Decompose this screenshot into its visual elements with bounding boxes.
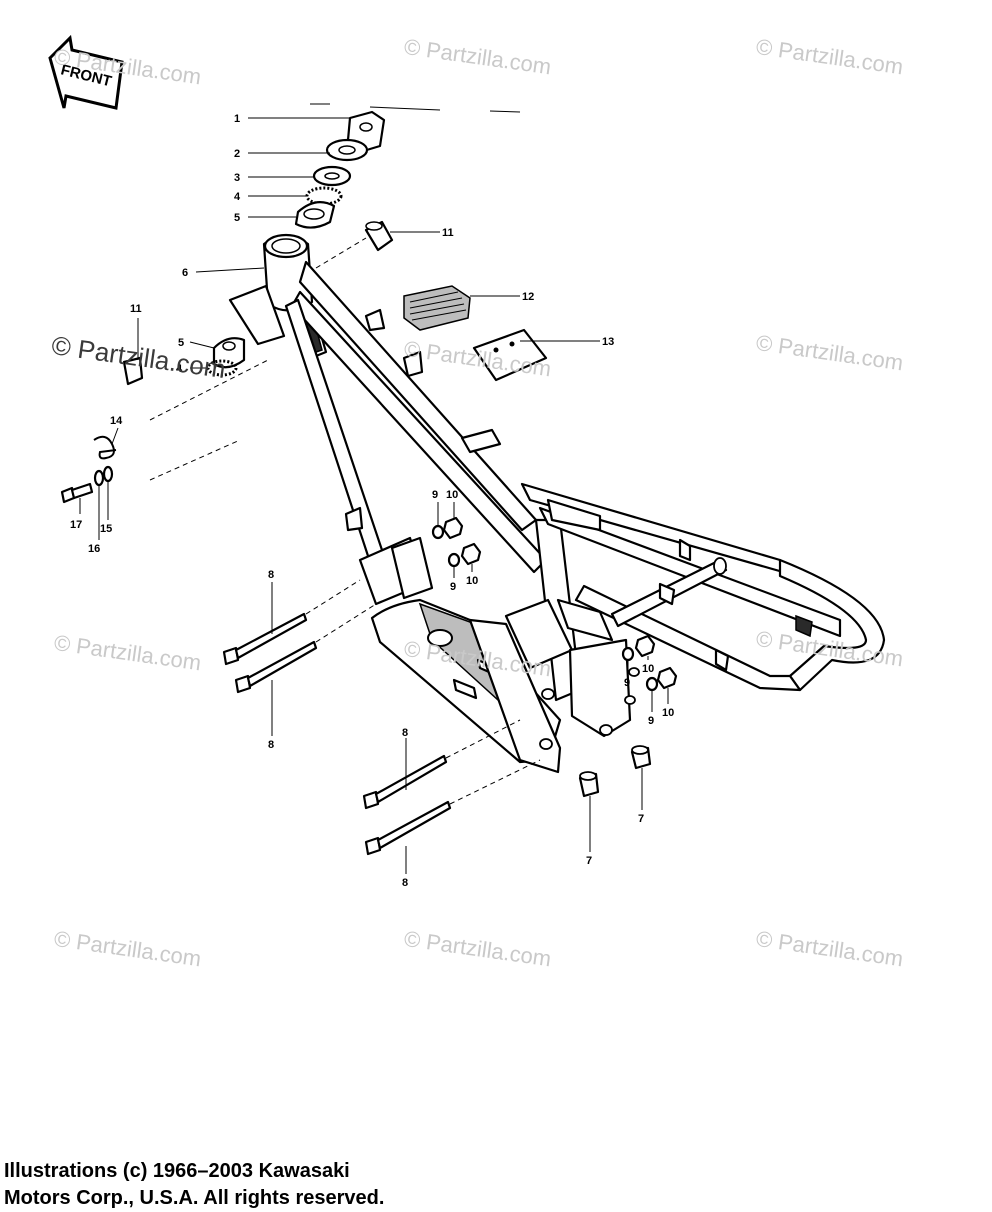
callout-1: 1 bbox=[234, 113, 240, 125]
clip-14 bbox=[93, 435, 117, 460]
callout-9-a: 9 bbox=[432, 489, 438, 501]
callout-4: 4 bbox=[234, 191, 241, 203]
callout-8-a: 8 bbox=[268, 569, 274, 581]
front-arrow-icon: FRONT bbox=[48, 34, 124, 110]
leader-lines bbox=[79, 117, 669, 874]
callout-5-lower: 5 bbox=[178, 337, 184, 349]
callout-10-a: 10 bbox=[446, 489, 458, 501]
callout-8-c: 8 bbox=[402, 727, 408, 739]
motorcycle-frame bbox=[228, 233, 886, 774]
callout-6: 6 bbox=[182, 267, 188, 279]
lower-bearing-parts bbox=[206, 337, 246, 377]
callout-14: 14 bbox=[110, 415, 123, 427]
bolt-washer-set bbox=[60, 465, 114, 504]
callout-17: 17 bbox=[70, 519, 82, 531]
callout-9-d: 9 bbox=[648, 715, 654, 727]
callout-13: 13 bbox=[602, 336, 614, 348]
callout-10-c: 10 bbox=[642, 663, 654, 675]
callout-4-lower: 4 bbox=[176, 363, 183, 375]
callout-9-c: 9 bbox=[624, 677, 630, 689]
callout-12: 12 bbox=[522, 291, 534, 303]
callout-15: 15 bbox=[100, 523, 112, 535]
copyright-notice: Illustrations (c) 1966–2003 Kawasaki Mot… bbox=[4, 1158, 384, 1212]
callout-8-b: 8 bbox=[268, 739, 274, 751]
bushing-11 bbox=[364, 220, 394, 252]
callout-16: 16 bbox=[88, 543, 100, 555]
collars-7 bbox=[578, 745, 652, 798]
plate-13 bbox=[472, 328, 548, 382]
callout-5: 5 bbox=[234, 212, 240, 224]
callout-11-top: 11 bbox=[442, 227, 454, 239]
callout-8-d: 8 bbox=[402, 877, 408, 889]
callout-10-b: 10 bbox=[466, 575, 478, 587]
callout-labels: 1 2 3 4 5 6 11 12 13 11 5 4 14 17 16 15 … bbox=[70, 113, 674, 889]
callout-3: 3 bbox=[234, 172, 240, 184]
callout-2: 2 bbox=[234, 148, 240, 160]
plate-12 bbox=[403, 285, 471, 331]
nuts-and-washers bbox=[431, 516, 678, 692]
callout-10-d: 10 bbox=[662, 707, 674, 719]
copyright-line-1: Illustrations (c) 1966–2003 Kawasaki bbox=[4, 1160, 350, 1182]
copyright-line-2: Motors Corp., U.S.A. All rights reserved… bbox=[4, 1187, 385, 1209]
bushing-11-left bbox=[122, 356, 144, 386]
callout-9-b: 9 bbox=[450, 581, 456, 593]
mounting-bolts bbox=[222, 612, 452, 856]
callout-7-a: 7 bbox=[586, 855, 592, 867]
callout-11-left: 11 bbox=[130, 303, 142, 315]
steering-stem-parts bbox=[294, 110, 386, 229]
callout-7-b: 7 bbox=[638, 813, 644, 825]
